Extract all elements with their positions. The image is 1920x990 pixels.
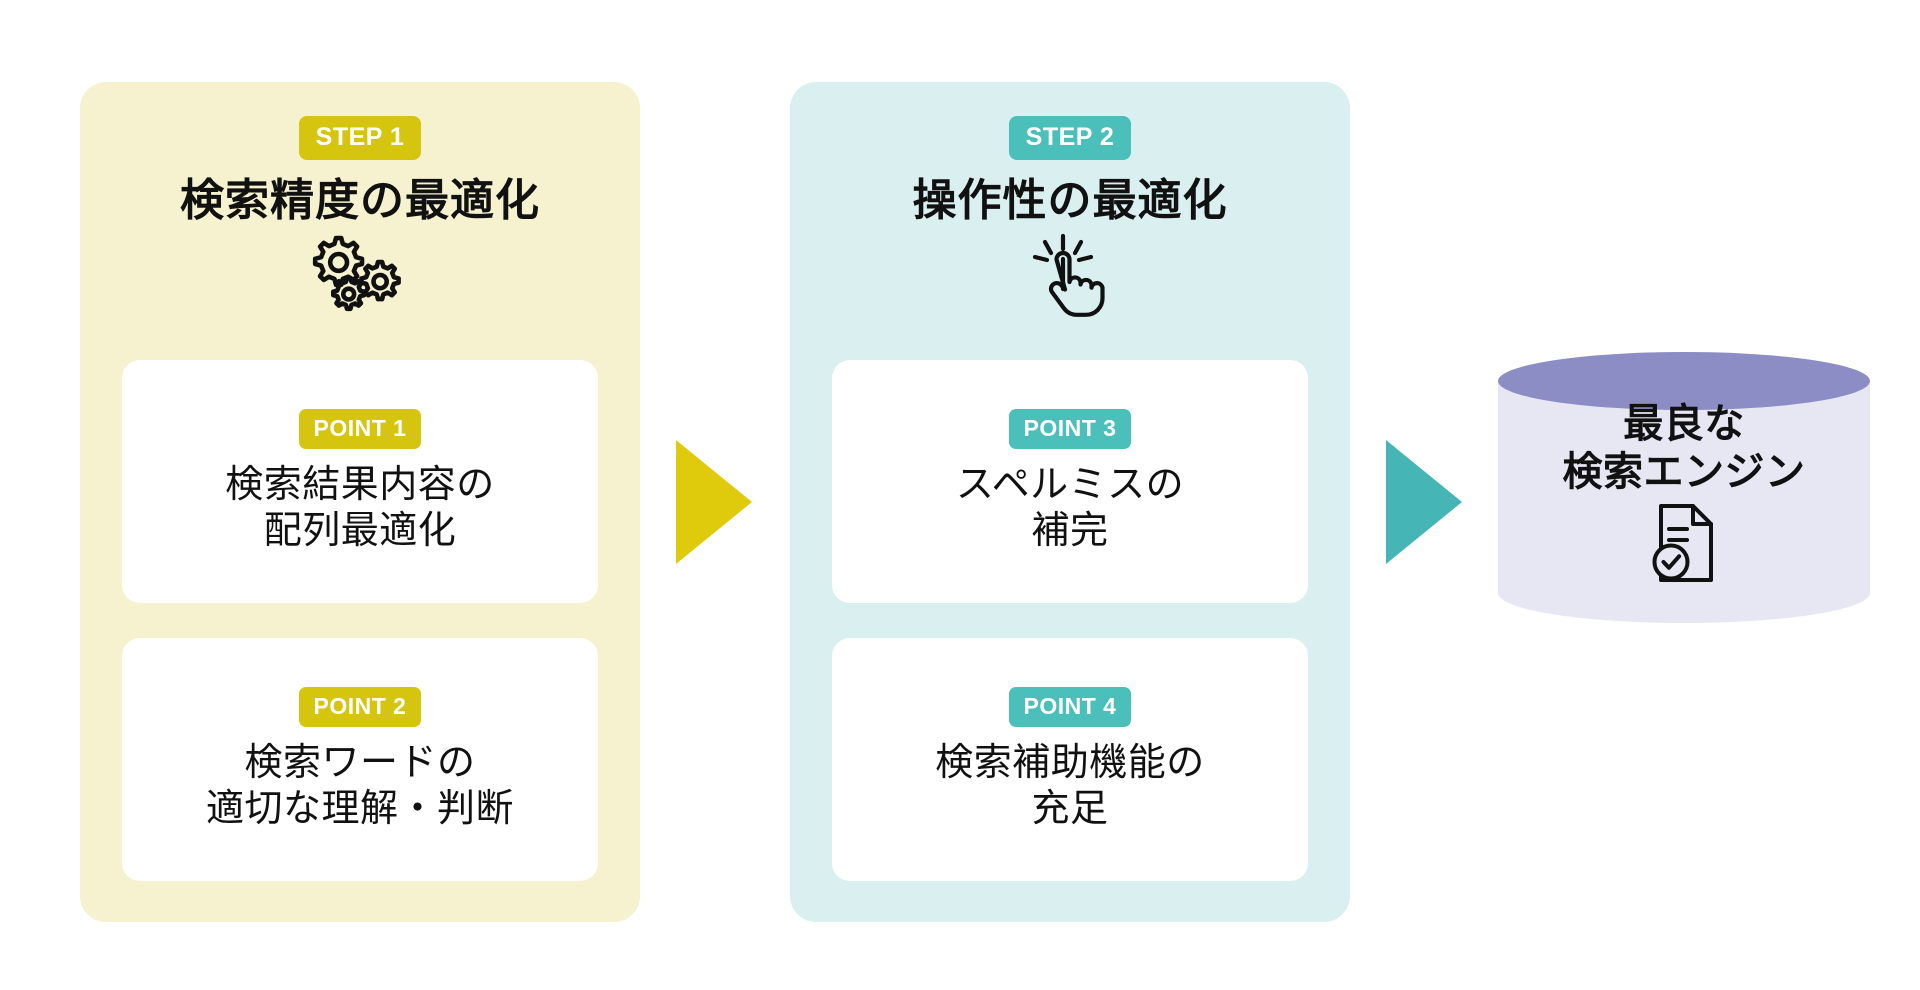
point-card-2[interactable]: POINT 2 検索ワードの 適切な理解・判断 xyxy=(122,638,598,881)
cylinder-body xyxy=(1498,381,1870,623)
cylinder-top-ellipse xyxy=(1498,352,1870,410)
step-2-badge: STEP 2 xyxy=(1008,116,1132,160)
step-2-header: STEP 2 操作性の最適化 xyxy=(790,116,1350,319)
point-card-3[interactable]: POINT 3 スペルミスの 補完 xyxy=(832,360,1308,603)
point-4-badge: POINT 4 xyxy=(1008,686,1132,727)
result-cylinder: 最良な 検索エンジン xyxy=(1498,352,1870,652)
result-content: 最良な 検索エンジン xyxy=(1498,400,1870,584)
point-1-text: 検索結果内容の 配列最適化 xyxy=(225,463,495,552)
step-1-header: STEP 1 検索精度の最適化 xyxy=(80,116,640,319)
point-3-badge: POINT 3 xyxy=(1008,408,1132,449)
step-1-badge: STEP 1 xyxy=(298,116,422,160)
result-title: 最良な 検索エンジン xyxy=(1562,402,1806,494)
gears-icon xyxy=(80,233,640,319)
arrow-step2-to-result-icon xyxy=(1386,440,1462,564)
click-hand-icon xyxy=(790,233,1350,319)
point-3-text: スペルミスの 補完 xyxy=(955,463,1185,552)
document-check-icon xyxy=(1498,502,1870,584)
point-card-4[interactable]: POINT 4 検索補助機能の 充足 xyxy=(832,638,1308,881)
step-2-title: 操作性の最適化 xyxy=(912,176,1228,225)
point-1-badge: POINT 1 xyxy=(298,408,422,449)
step-panel-1: STEP 1 検索精度の最適化 POINT 1 検索結果内容の 配列最適化 xyxy=(80,82,640,922)
point-2-text: 検索ワードの 適切な理解・判断 xyxy=(205,741,514,830)
point-4-text: 検索補助機能の 充足 xyxy=(935,741,1205,830)
step-panel-2: STEP 2 操作性の最適化 POINT 3 スペルミスの xyxy=(790,82,1350,922)
point-2-badge: POINT 2 xyxy=(298,686,422,727)
arrow-step1-to-step2-icon xyxy=(676,440,752,564)
step-1-title: 検索精度の最適化 xyxy=(180,176,540,225)
point-card-1[interactable]: POINT 1 検索結果内容の 配列最適化 xyxy=(122,360,598,603)
